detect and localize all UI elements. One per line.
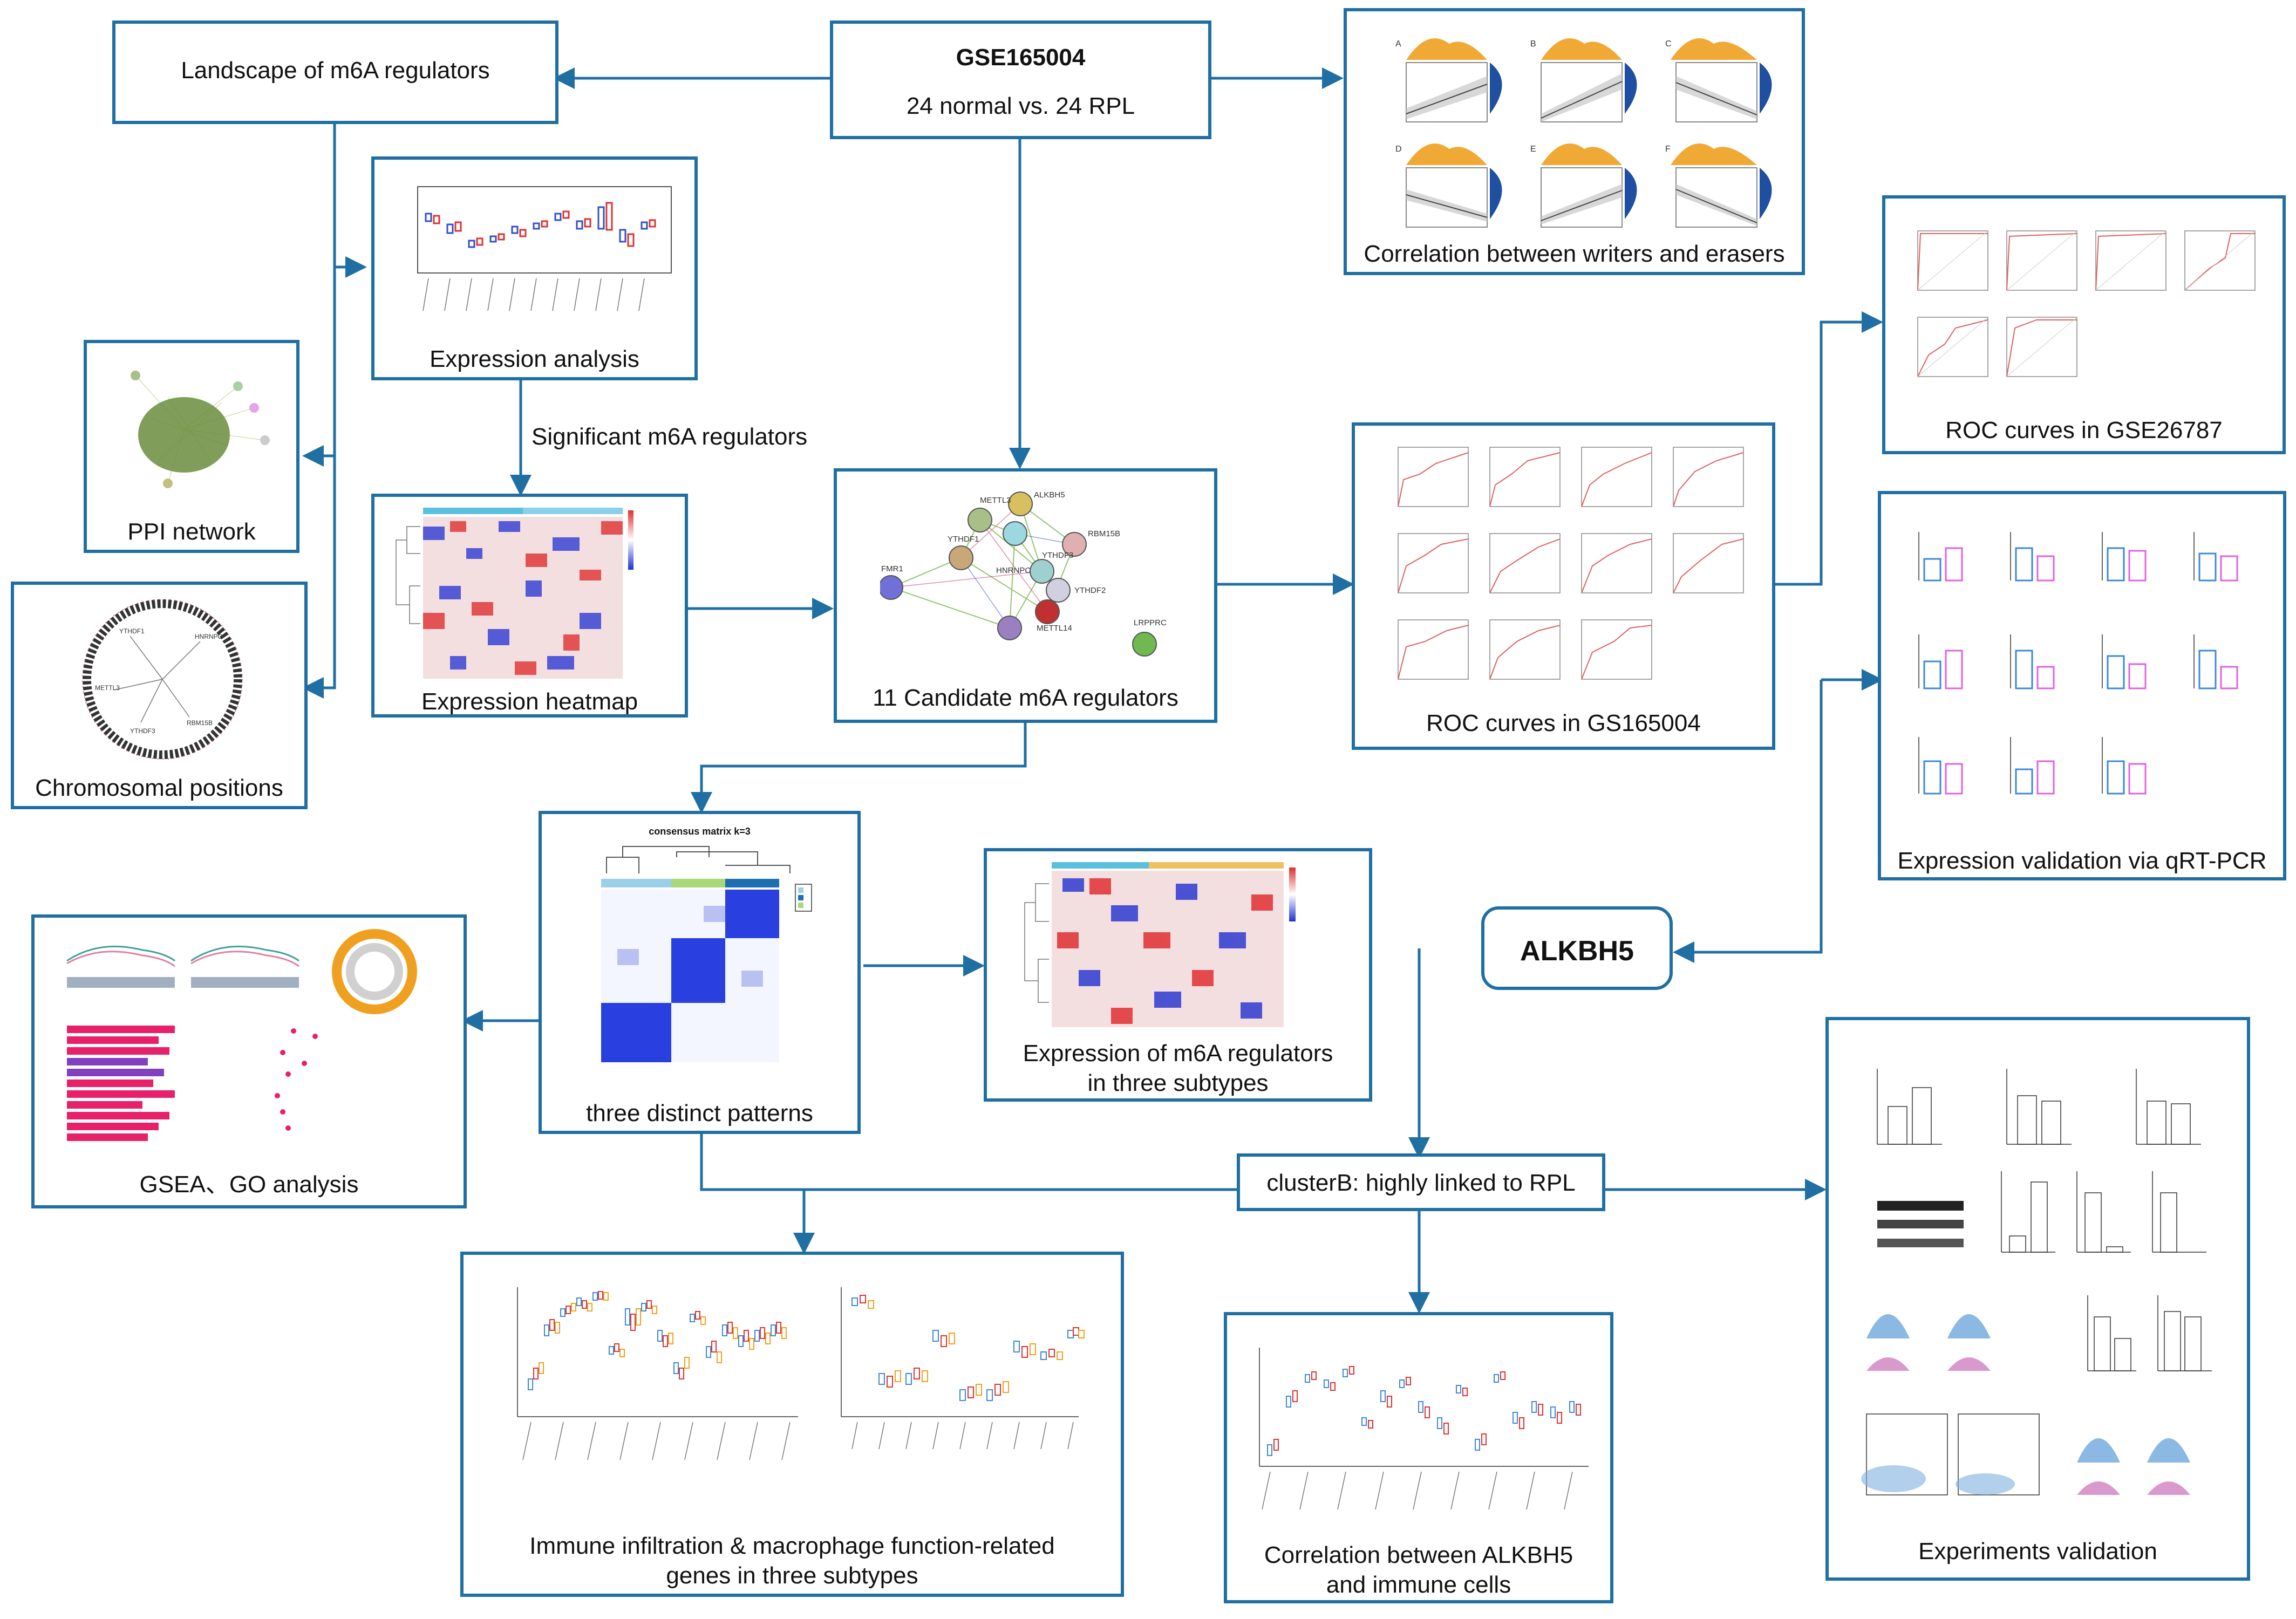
immune-boxplots-thumbnail bbox=[517, 1287, 1085, 1460]
gsea-go-label: GSEA、GO analysis bbox=[139, 1171, 359, 1198]
experiments-box: Experiments validation bbox=[1825, 1017, 2250, 1581]
chromosomal-label: Chromosomal positions bbox=[35, 775, 283, 801]
ppi-label: PPI network bbox=[127, 518, 256, 545]
consensus-title: consensus matrix k=3 bbox=[649, 826, 751, 837]
node-label: FMR1 bbox=[881, 564, 903, 573]
candidates-box: METTL3 ALKBH5 RBM15B FMR1 YTHDF1 YTHDF3 … bbox=[834, 468, 1217, 723]
gsea-go-box: GSEA、GO analysis bbox=[31, 914, 467, 1208]
alkbh5-label: ALKBH5 bbox=[1520, 935, 1634, 967]
svg-text:RBM15B: RBM15B bbox=[187, 719, 213, 727]
subtype-expression-line2: in three subtypes bbox=[1087, 1070, 1269, 1096]
dataset-title: GSE165004 bbox=[956, 44, 1086, 71]
expression-analysis-label: Expression analysis bbox=[430, 346, 639, 372]
svg-text:C: C bbox=[1665, 39, 1672, 49]
cluster-b-label: clusterB: highly linked to RPL bbox=[1266, 1170, 1576, 1196]
dataset-box: GSE165004 24 normal vs. 24 RPL bbox=[830, 21, 1211, 139]
node-label: METTL3 bbox=[980, 496, 1011, 505]
svg-text:A: A bbox=[1395, 39, 1401, 49]
roc-gse26787-label: ROC curves in GSE26787 bbox=[1945, 417, 2223, 443]
svg-text:E: E bbox=[1530, 145, 1536, 154]
node-label: YTHDF2 bbox=[1074, 586, 1106, 595]
candidate-network: METTL3 ALKBH5 RBM15B FMR1 YTHDF1 YTHDF3 … bbox=[880, 490, 1167, 657]
experiments-label: Experiments validation bbox=[1918, 1538, 2157, 1565]
node-alkbh5 bbox=[1008, 491, 1033, 516]
candidates-label: 11 Candidate m6A regulators bbox=[873, 685, 1178, 711]
qrt-pcr-box: Expression validation via qRT-PCR bbox=[1878, 491, 2286, 880]
subtype-expression-box: Expression of m6A regulators in three su… bbox=[984, 848, 1372, 1102]
expression-heatmap-thumbnail bbox=[396, 508, 633, 679]
alkbh5-immune-box: Correlation between ALKBH5 and immune ce… bbox=[1224, 1312, 1613, 1603]
node-label: METTL14 bbox=[1037, 624, 1072, 633]
roc-gse26787-box: ROC curves in GSE26787 bbox=[1882, 195, 2286, 454]
svg-text:D: D bbox=[1395, 145, 1402, 154]
roc-gs165004-label: ROC curves in GS165004 bbox=[1426, 710, 1701, 736]
gsea-go-thumbnail bbox=[66, 929, 417, 1141]
node-ythdf2 bbox=[1046, 578, 1071, 603]
node-fmr1 bbox=[880, 575, 903, 600]
cluster-b-box: clusterB: highly linked to RPL bbox=[1237, 1153, 1605, 1211]
node-ythdf1 bbox=[949, 545, 973, 570]
heatmap-label: Expression heatmap bbox=[421, 688, 638, 715]
dataset-subtitle: 24 normal vs. 24 RPL bbox=[906, 93, 1135, 119]
svg-text:B: B bbox=[1530, 39, 1536, 49]
heatmap-box: Expression heatmap bbox=[371, 494, 688, 718]
experiments-thumbnail bbox=[1861, 1069, 2212, 1495]
landscape-label: Landscape of m6A regulators bbox=[181, 57, 490, 84]
node-label: ALKBH5 bbox=[1034, 490, 1065, 500]
alkbh5-immune-line2: and immune cells bbox=[1326, 1572, 1511, 1598]
expression-analysis-box: Expression analysis bbox=[371, 156, 698, 380]
landscape-box: Landscape of m6A regulators bbox=[112, 21, 558, 124]
node-lrpprc bbox=[1132, 632, 1157, 657]
qrt-pcr-barcharts bbox=[1918, 532, 2238, 795]
patterns-box: consensus matrix k=3 three distinct patt… bbox=[539, 811, 861, 1134]
node-label: HNRNPC bbox=[996, 566, 1031, 575]
svg-text:HNRNPC: HNRNPC bbox=[195, 633, 223, 640]
node-label: YTHDF1 bbox=[948, 535, 979, 544]
node-hnrnpc bbox=[1003, 521, 1027, 546]
expression-boxplot-thumbnail bbox=[417, 186, 672, 311]
correlation-writers-box: A B C D E F Correlation between writers and … bbox=[1344, 8, 1805, 275]
ppi-network-thumbnail bbox=[131, 371, 270, 488]
node-label: LRPPRC bbox=[1134, 618, 1167, 627]
node-ythdf3 bbox=[1030, 559, 1054, 584]
qrt-pcr-label: Expression validation via qRT-PCR bbox=[1897, 848, 2267, 874]
alkbh5-immune-line1: Correlation between ALKBH5 bbox=[1264, 1542, 1573, 1568]
alkbh5-immune-thumbnail bbox=[1259, 1348, 1589, 1510]
immune-box: Immune infiltration & macrophage functio… bbox=[460, 1252, 1124, 1597]
node-label: RBM15B bbox=[1088, 529, 1120, 538]
alkbh5-box: ALKBH5 bbox=[1481, 906, 1673, 990]
immune-label-line2: genes in three subtypes bbox=[666, 1562, 918, 1589]
ppi-box: PPI network bbox=[84, 340, 299, 553]
correlation-writers-label: Correlation between writers and erasers bbox=[1364, 241, 1785, 267]
correlation-scatter-thumbnails: A B C D E F bbox=[1395, 38, 1772, 228]
roc-grid-thumbnail bbox=[1398, 447, 1744, 680]
svg-text:METTL3: METTL3 bbox=[95, 684, 120, 692]
roc-gs165004-box: ROC curves in GS165004 bbox=[1352, 422, 1775, 750]
significant-regulators-label: Significant m6A regulators bbox=[532, 423, 808, 450]
svg-text:YTHDF1: YTHDF1 bbox=[119, 627, 145, 635]
subtype-heatmap-thumbnail bbox=[1024, 862, 1296, 1027]
node-mettl14 bbox=[1035, 599, 1060, 624]
node-label: YTHDF3 bbox=[1042, 551, 1073, 560]
immune-label-line1: Immune infiltration & macrophage functio… bbox=[529, 1533, 1055, 1559]
node-rbm15b bbox=[1062, 532, 1087, 557]
subtype-expression-line1: Expression of m6A regulators bbox=[1023, 1040, 1333, 1067]
node-rbmx bbox=[997, 616, 1022, 640]
roc-gse26787-thumbnail bbox=[1917, 230, 2256, 377]
node-mettl3 bbox=[968, 508, 992, 532]
patterns-label: three distinct patterns bbox=[586, 1100, 813, 1126]
svg-text:YTHDF3: YTHDF3 bbox=[130, 727, 155, 735]
svg-text:F: F bbox=[1665, 145, 1671, 154]
consensus-matrix-thumbnail bbox=[601, 846, 812, 1062]
